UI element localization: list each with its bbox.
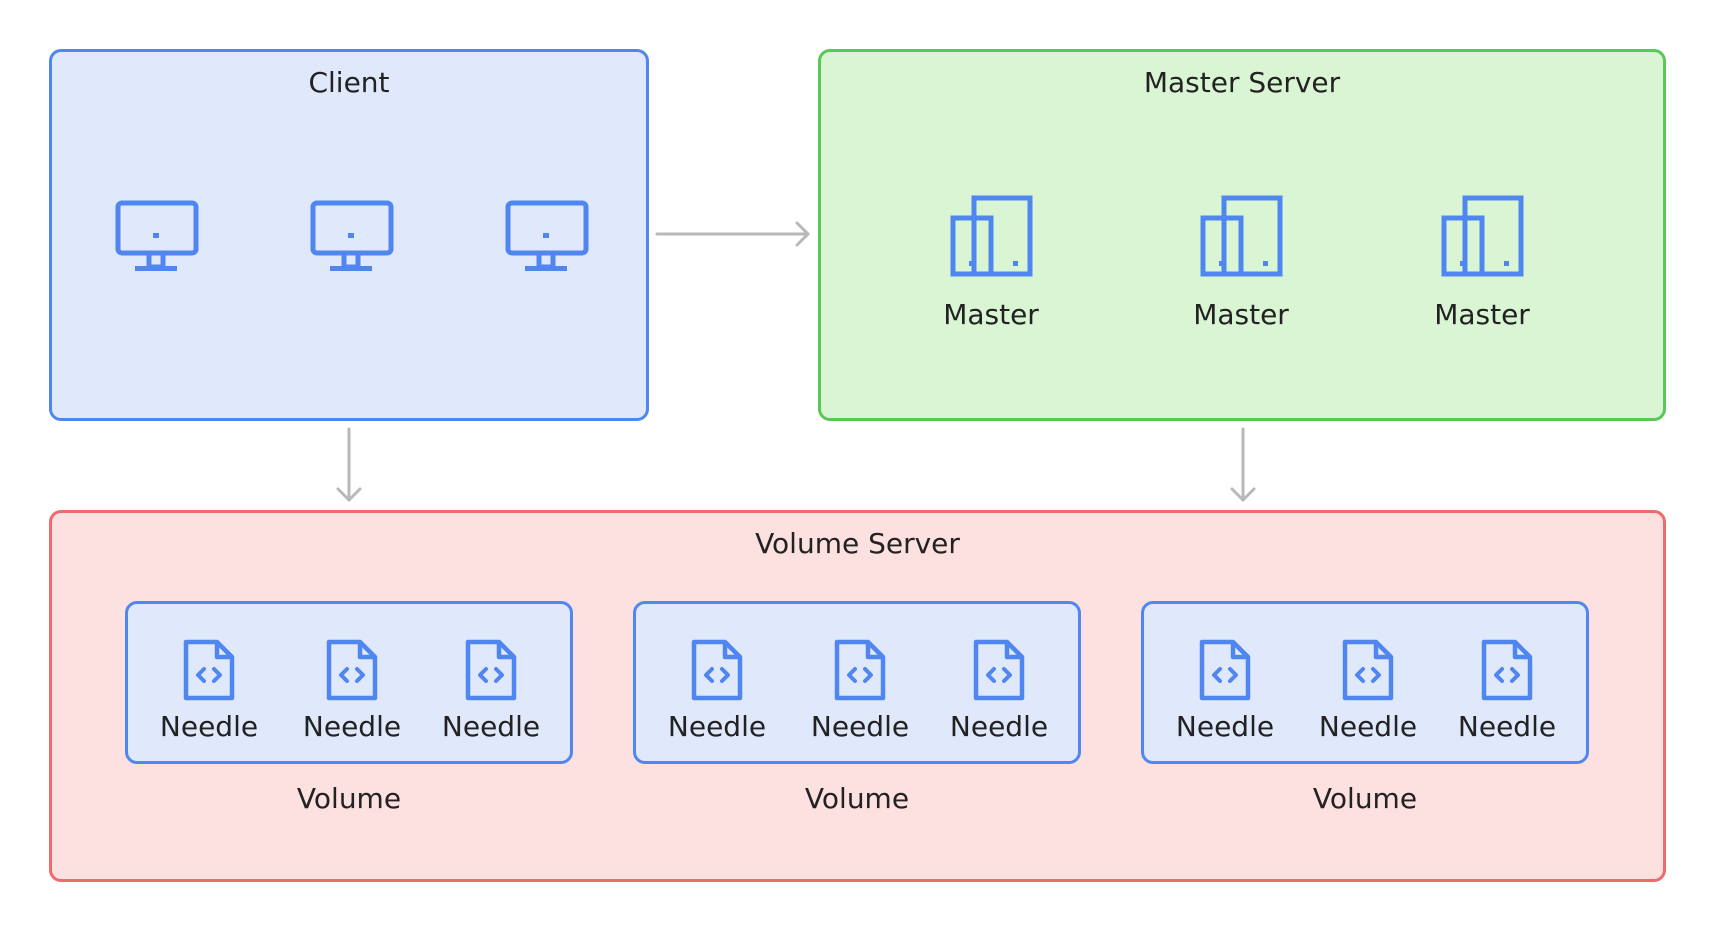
needle-file-icon — [465, 639, 517, 705]
needle-file-icon — [183, 639, 235, 705]
volume-box: Needle Needle Needle — [1141, 601, 1589, 764]
needle-file-icon — [1342, 639, 1394, 705]
server-icon — [1200, 195, 1283, 277]
volume-box: Needle Needle Needle — [633, 601, 1081, 764]
needle-label: Needle — [441, 710, 541, 743]
monitor-icon — [505, 200, 589, 271]
server-icon — [1441, 195, 1524, 277]
master-server-title: Master Server — [1143, 66, 1341, 99]
needle-label: Needle — [1457, 710, 1557, 743]
arrow-client-to-volume — [336, 427, 362, 502]
needle-file-icon — [326, 639, 378, 705]
arrow-client-to-master — [655, 221, 810, 247]
needle-file-icon — [973, 639, 1025, 705]
arrow-master-to-volume — [1230, 427, 1256, 502]
needle-label: Needle — [810, 710, 910, 743]
client-panel: Client — [49, 49, 649, 421]
needle-label: Needle — [159, 710, 259, 743]
volume-box: Needle Needle Needle — [125, 601, 573, 764]
master-node-label: Master — [943, 298, 1039, 331]
master-server-panel: Master Server Master Master Master — [818, 49, 1666, 421]
client-title: Client — [308, 66, 390, 99]
monitor-icon — [115, 200, 199, 271]
needle-label: Needle — [302, 710, 402, 743]
monitor-icon — [310, 200, 394, 271]
needle-file-icon — [691, 639, 743, 705]
needle-label: Needle — [1318, 710, 1418, 743]
needle-label: Needle — [667, 710, 767, 743]
needle-label: Needle — [1175, 710, 1275, 743]
volume-label: Volume — [296, 782, 402, 815]
volume-label: Volume — [1312, 782, 1418, 815]
needle-file-icon — [1481, 639, 1533, 705]
server-icon — [950, 195, 1033, 277]
volume-label: Volume — [804, 782, 910, 815]
volume-server-title: Volume Server — [755, 527, 960, 560]
needle-file-icon — [1199, 639, 1251, 705]
master-node-label: Master — [1193, 298, 1289, 331]
needle-label: Needle — [949, 710, 1049, 743]
master-node-label: Master — [1434, 298, 1530, 331]
needle-file-icon — [834, 639, 886, 705]
